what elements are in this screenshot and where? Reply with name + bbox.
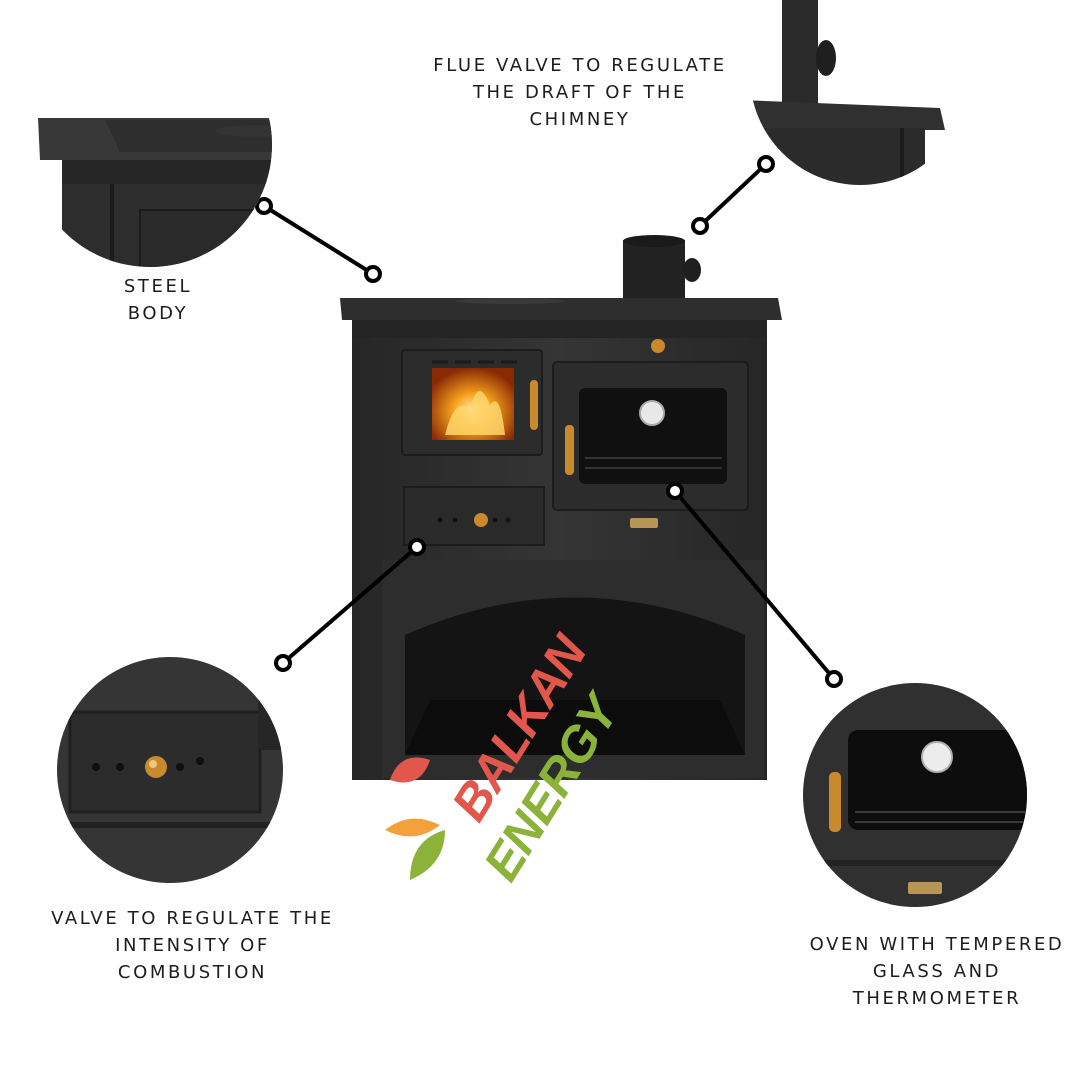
caption-line: THE DRAFT OF THE	[472, 82, 688, 103]
callout-dot	[255, 197, 273, 215]
oven-handle	[565, 425, 574, 475]
caption-steel-body: STEEL BODY	[88, 273, 228, 327]
brand-plate	[630, 518, 658, 528]
leaf-icon	[385, 757, 445, 880]
oven-glass	[579, 388, 727, 484]
caption-line: VALVE TO REGULATE THE	[51, 908, 334, 929]
air-valve-knob	[474, 513, 488, 527]
caption-line: COMBUSTION	[117, 962, 268, 983]
caption-line: FLUE VALVE TO REGULATE	[433, 55, 727, 76]
callout-dot	[691, 217, 709, 235]
callout-dot	[757, 155, 775, 173]
zoom-steel-body	[28, 23, 272, 267]
callout-dot	[364, 265, 382, 283]
caption-line: THERMOMETER	[852, 988, 1022, 1009]
callout-dot	[408, 538, 426, 556]
caption-line: CHIMNEY	[529, 109, 631, 130]
firebox-handle	[530, 380, 538, 430]
callout-dot	[666, 482, 684, 500]
thermometer	[639, 400, 665, 426]
balkan-energy-logo: BALKAN ENERGY	[380, 627, 629, 890]
flue-pipe	[623, 240, 685, 298]
zoom-flue-valve	[750, 0, 970, 185]
caption-line: OVEN WITH TEMPERED	[809, 934, 1065, 955]
caption-line: GLASS AND	[872, 961, 1002, 982]
zoom-air-valve	[57, 657, 283, 883]
caption-combustion-valve: VALVE TO REGULATE THE INTENSITY OF COMBU…	[20, 905, 365, 986]
callout-lines	[255, 155, 843, 688]
caption-line: BODY	[127, 303, 189, 324]
ash-drawer	[403, 486, 545, 546]
caption-line: INTENSITY OF	[115, 935, 270, 956]
callout-dot	[825, 670, 843, 688]
caption-line: STEEL	[123, 276, 193, 297]
callout-dot	[274, 654, 292, 672]
flue-valve-handle	[683, 258, 701, 282]
stove-top	[340, 298, 782, 320]
caption-flue-valve: FLUE VALVE TO REGULATE THE DRAFT OF THE …	[398, 52, 762, 133]
zoom-oven	[803, 683, 1027, 907]
caption-oven: OVEN WITH TEMPERED GLASS AND THERMOMETER	[800, 931, 1074, 1012]
